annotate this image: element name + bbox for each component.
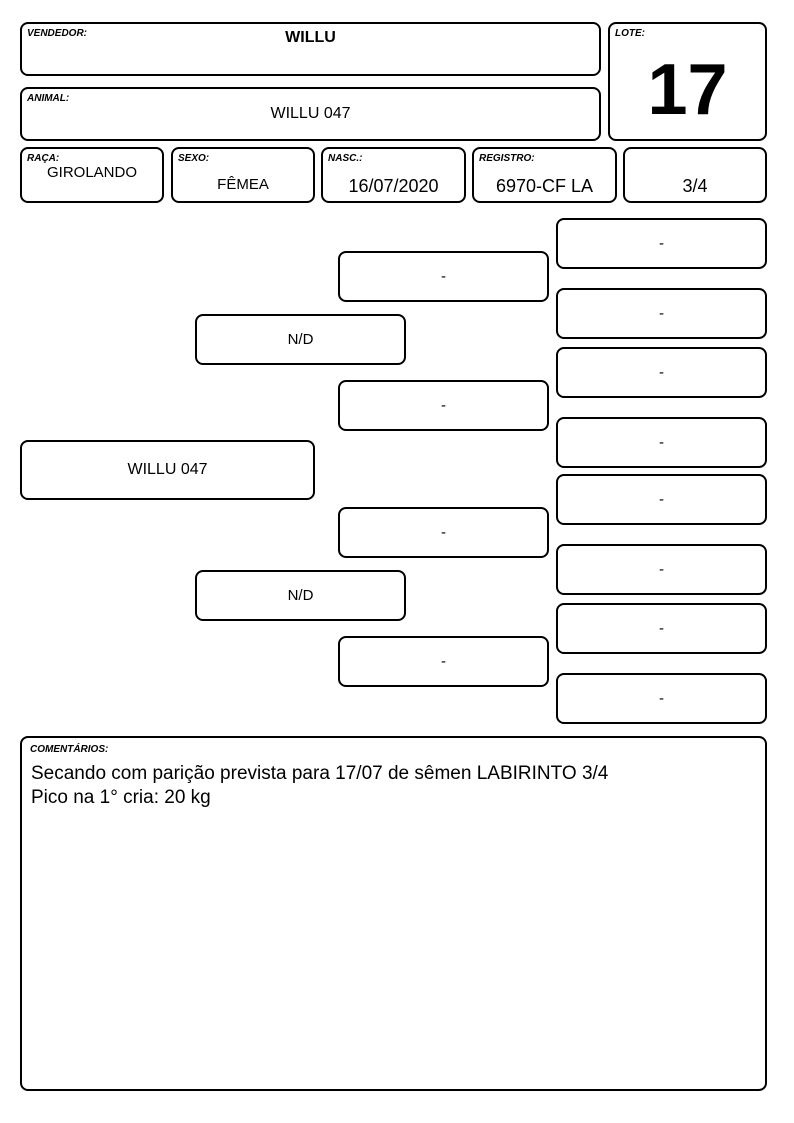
- pedigree-g3-box: -: [556, 603, 767, 654]
- raca-value: GIROLANDO: [46, 164, 137, 181]
- comments-text: Secando com parição prevista para 17/07 …: [31, 762, 755, 810]
- animal-value: WILLU 047: [270, 105, 351, 122]
- animal-label: ANIMAL:: [27, 93, 70, 104]
- lote-label: LOTE:: [615, 28, 645, 39]
- pedigree-dam-dam-box: -: [338, 636, 549, 687]
- nasc-box: NASC.: 16/07/2020: [321, 147, 466, 203]
- lote-box: LOTE: 17: [608, 22, 767, 141]
- registro-value: 6970-CF LA: [495, 176, 594, 196]
- pedigree-g3-box: -: [556, 218, 767, 269]
- vendedor-box: VENDEDOR: WILLU: [20, 22, 601, 76]
- comments-box: COMENTÁRIOS: Secando com parição previst…: [20, 736, 767, 1091]
- pedigree-sire-box: N/D: [195, 314, 406, 365]
- pedigree-animal-box: WILLU 047: [20, 440, 315, 500]
- nasc-value: 16/07/2020: [348, 176, 439, 196]
- pedigree-sire-dam-box: -: [338, 380, 549, 431]
- comments-label: COMENTÁRIOS:: [30, 744, 109, 755]
- sexo-value: FÊMEA: [217, 176, 269, 193]
- grau-sangue-box: 3/4: [623, 147, 767, 203]
- sexo-box: SEXO: FÊMEA: [171, 147, 315, 203]
- nasc-label: NASC.:: [328, 153, 363, 164]
- pedigree-g3-box: -: [556, 417, 767, 468]
- vendedor-label: VENDEDOR:: [27, 28, 88, 39]
- pedigree-dam-box: N/D: [195, 570, 406, 621]
- registro-label: REGISTRO:: [479, 153, 535, 164]
- raca-label: RAÇA:: [27, 153, 60, 164]
- pedigree-g3-box: -: [556, 673, 767, 724]
- registro-box: REGISTRO: 6970-CF LA: [472, 147, 617, 203]
- pedigree-g3-box: -: [556, 347, 767, 398]
- raca-box: RAÇA: GIROLANDO: [20, 147, 164, 203]
- pedigree-g3-box: -: [556, 544, 767, 595]
- pedigree-g3-box: -: [556, 288, 767, 339]
- lote-number: 17: [647, 50, 728, 130]
- pedigree-g3-box: -: [556, 474, 767, 525]
- animal-box: ANIMAL: WILLU 047: [20, 87, 601, 141]
- comments-line: Secando com parição prevista para 17/07 …: [31, 763, 609, 784]
- pedigree-dam-sire-box: -: [338, 507, 549, 558]
- pedigree-sire-sire-box: -: [338, 251, 549, 302]
- grau-sangue-value: 3/4: [682, 176, 708, 196]
- comments-line: Pico na 1° cria: 20 kg: [31, 787, 211, 808]
- vendedor-value: WILLU: [285, 29, 336, 46]
- sexo-label: SEXO:: [178, 153, 210, 164]
